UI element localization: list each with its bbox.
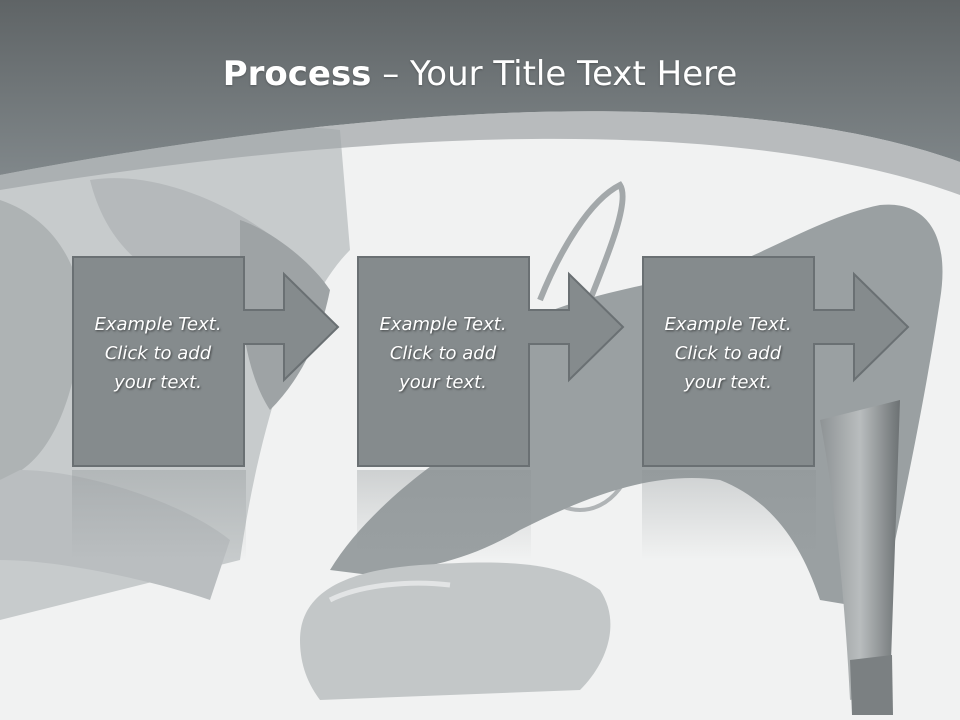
step-reflection bbox=[357, 470, 531, 560]
step-text-line: Example Text. bbox=[664, 314, 792, 335]
step-reflection bbox=[642, 470, 816, 560]
title-bold: Process bbox=[222, 54, 372, 94]
process-arrow-shape bbox=[72, 256, 340, 467]
step-text-line: Click to add bbox=[674, 343, 782, 364]
title-rest: – Your Title Text Here bbox=[371, 54, 738, 94]
step-reflection bbox=[72, 470, 246, 560]
process-step-1[interactable]: Example Text. Click to add your text. bbox=[72, 256, 340, 468]
process-arrow-shape bbox=[357, 256, 625, 467]
step-text-line: Example Text. bbox=[379, 314, 507, 335]
step-text-line: Example Text. bbox=[94, 314, 222, 335]
slide-title[interactable]: Process – Your Title Text Here bbox=[0, 52, 960, 96]
process-step-2[interactable]: Example Text. Click to add your text. bbox=[357, 256, 625, 468]
process-arrow-shape bbox=[642, 256, 910, 467]
step-text-line: Click to add bbox=[389, 343, 497, 364]
step-text-line: Click to add bbox=[104, 343, 212, 364]
process-step-3[interactable]: Example Text. Click to add your text. bbox=[642, 256, 910, 468]
step-text-line: your text. bbox=[114, 372, 202, 393]
step-text[interactable]: Example Text. Click to add your text. bbox=[357, 310, 529, 397]
step-text[interactable]: Example Text. Click to add your text. bbox=[72, 310, 244, 397]
step-text-line: your text. bbox=[684, 372, 772, 393]
step-text[interactable]: Example Text. Click to add your text. bbox=[642, 310, 814, 397]
step-text-line: your text. bbox=[399, 372, 487, 393]
